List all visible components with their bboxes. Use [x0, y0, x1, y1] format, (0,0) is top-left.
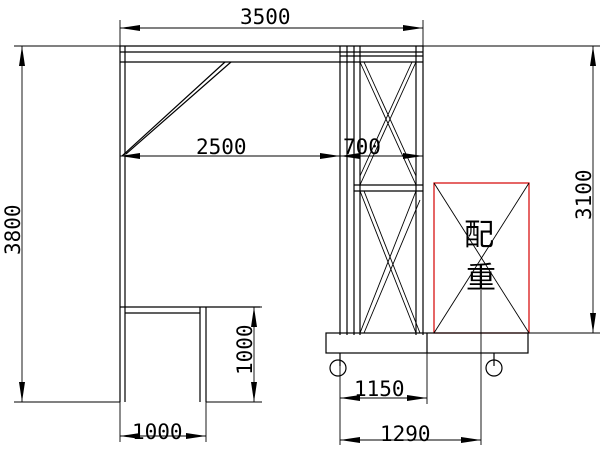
dim-wheel-span: 1150 — [339, 353, 428, 445]
mast — [339, 46, 424, 335]
dim-base-height: 1000 — [206, 306, 262, 403]
boom-brace — [121, 61, 232, 157]
dim-counterweight-height: 3100 — [423, 45, 600, 334]
wheel-right — [485, 359, 503, 377]
dim-base-height-label: 1000 — [233, 324, 257, 375]
dim-base-width-label: 1000 — [132, 420, 183, 444]
counterweight: 配 重 — [433, 182, 530, 334]
dim-counterweight-offset: 1290 — [340, 290, 482, 446]
dim-total-height-label: 3800 — [1, 204, 25, 255]
wheel-left — [329, 359, 347, 377]
dim-top-width-label: 3500 — [240, 5, 291, 29]
dim-mast: 700 — [340, 135, 423, 159]
top-beam — [120, 45, 423, 63]
dim-total-height: 3800 — [1, 45, 120, 403]
dim-top-width: 3500 — [119, 5, 424, 46]
counterweight-label-1: 配 — [464, 218, 494, 253]
dim-base-width: 1000 — [119, 402, 207, 444]
dim-boom-label: 2500 — [196, 135, 247, 159]
dim-boom: 2500 — [120, 135, 340, 159]
dim-counterweight-offset-label: 1290 — [380, 422, 431, 446]
left-column — [119, 46, 126, 402]
dim-wheel-span-label: 1150 — [354, 377, 405, 401]
dim-counterweight-height-label: 3100 — [572, 169, 596, 220]
dim-mast-label: 700 — [343, 135, 381, 159]
